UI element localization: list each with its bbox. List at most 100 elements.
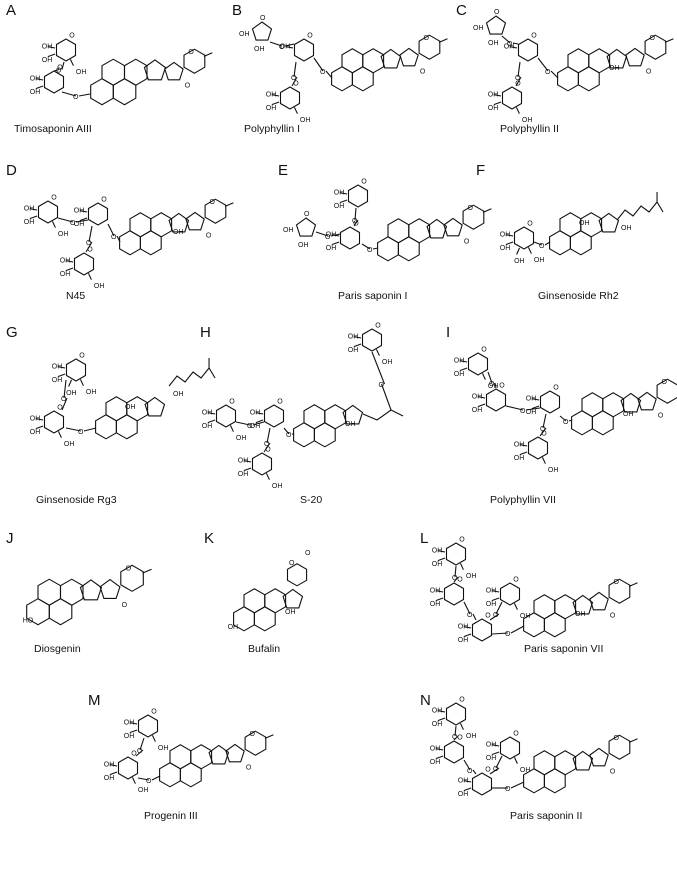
ring-oxygen-label: O [649,35,655,42]
bond [271,101,280,106]
hydroxyl-label: OH [24,219,35,226]
ring-oxygen-label: O [151,708,157,715]
hydroxyl-label: OH [58,231,69,238]
ring-e [443,217,463,237]
bond [372,247,379,250]
bond [459,360,468,363]
bond [454,725,457,737]
bond [65,427,82,432]
glycosidic-oxygen-label: O [505,631,511,638]
hydroxyl-label: OH [334,190,345,197]
ring-oxygen-label: O [485,766,491,773]
bond [512,42,519,45]
sugar-ring [485,388,507,412]
sugar-ring [499,582,521,606]
ring-c2 [123,58,148,86]
bond [78,93,91,97]
bond [235,421,251,426]
hydroxyl-label: OH [285,609,296,616]
sugar-ring [251,452,273,476]
ring-d [606,48,628,69]
panel-letter: L [420,530,429,547]
ring-oxygen-label: O [464,239,470,246]
hydroxyl-label: OH [430,601,441,608]
bond [539,427,547,437]
panel-letter: D [6,162,17,179]
sugar-ring [65,358,87,382]
ring-oxygen-label: O [57,64,63,71]
sugar-ring [539,390,561,414]
glycosidic-oxygen-label: O [452,734,458,741]
compound-name: Polyphyllin II [500,123,559,135]
hydroxyl-label: OH [173,391,184,398]
bond [68,379,73,387]
ring-c [243,588,266,614]
glycosidic-oxygen-label: O [489,381,495,388]
glycosidic-oxygen-label: O [320,69,326,76]
sugar-ring [485,15,507,35]
bond [435,597,444,602]
sugar-ring [73,252,95,276]
bond [61,397,68,411]
bond [63,379,67,399]
panel-letter: I [446,324,451,341]
bond [79,379,84,386]
bond [284,43,295,47]
bond [568,419,573,422]
hydroxyl-label: OH [534,257,545,264]
hydroxyl-label: OH [514,258,525,265]
ring-e [225,743,245,763]
hydroxyl-label: OH [466,733,477,740]
ring-oxygen-label: O [613,735,619,742]
bond [531,398,540,401]
glycosidic-oxygen-label: O [520,408,526,415]
bond [151,775,161,781]
ring-c [341,48,364,74]
hydroxyl-label: OH [30,416,41,423]
hydroxyl-label: OH [42,44,53,51]
ring-c2 [588,48,611,74]
sugar-ring [513,226,535,250]
hydroxyl-label: OH [345,421,356,428]
hydroxyl-label: OH [454,371,465,378]
hydroxyl-label: OH [504,44,515,51]
bond [29,215,38,220]
bond [491,597,500,602]
bond [435,590,444,593]
bond [57,366,66,369]
bond [463,626,472,629]
hydroxyl-label: OH [326,232,337,239]
ring-e [637,391,657,411]
hydroxyl-label: OH [488,105,499,112]
hydroxyl-label: OH [466,573,477,580]
bond [437,710,446,713]
bond [142,568,152,574]
hydroxyl-label: OH [432,721,443,728]
ring-oxygen-label: O [513,730,519,737]
hydroxyl-label: OH [74,221,85,228]
bond [459,367,468,372]
bond [495,601,503,615]
sugar-ring [43,70,65,94]
hydroxyl-label: OH [86,389,97,396]
ring-oxygen-label: O [485,612,491,619]
hydroxyl-label: OH [486,755,497,762]
bond [513,603,518,610]
ring-c2 [190,744,213,770]
bond [472,613,477,621]
glycosidic-oxygen-label: O [452,575,458,582]
ring-c [169,744,192,770]
hydroxyl-label: OH [266,92,277,99]
ring-c2 [554,594,577,620]
bond [459,723,464,730]
bond [224,202,234,207]
ring-c2 [602,392,625,418]
sugar-ring [117,756,139,780]
